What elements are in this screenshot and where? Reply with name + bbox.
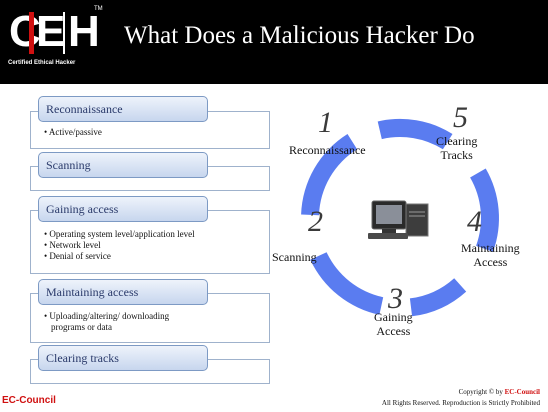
label-line: Maintaining	[461, 241, 520, 255]
phase-tab-maintaining-access: Maintaining access	[38, 279, 208, 305]
logo-letter-e: E	[36, 7, 66, 56]
ec-council-logo: EC-Council	[2, 395, 56, 406]
label-line: Clearing	[436, 134, 478, 148]
ring-segment	[409, 278, 467, 317]
step-number-5: 5	[453, 101, 468, 134]
phase-tab-reconnaissance: Reconnaissance	[38, 96, 208, 122]
label-line: Access	[376, 324, 411, 338]
ring-segment	[377, 118, 453, 150]
copyright-brand: EC-Council	[504, 388, 540, 396]
step-label-scanning: Scanning	[272, 250, 317, 264]
label-line: Gaining	[374, 310, 413, 324]
computer-icon	[368, 200, 429, 239]
cycle-ring	[301, 118, 499, 317]
bullet-item: programs or data	[51, 322, 112, 332]
step-number-2: 2	[308, 205, 323, 238]
bullet-item: • Operating system level/application lev…	[44, 229, 195, 239]
logo-subtitle: Certified Ethical Hacker	[8, 60, 76, 66]
bullet-item: • Uploading/altering/ downloading	[44, 311, 170, 321]
logo-letter-h: H	[68, 7, 100, 56]
ring-segment	[310, 252, 384, 315]
ring-segment	[470, 168, 499, 252]
rights-notice: All Rights Reserved. Reproduction is Str…	[381, 399, 540, 407]
page-title: What Does a Malicious Hacker Do	[124, 22, 475, 49]
copyright-line: Copyright © by EC-Council	[459, 388, 540, 396]
ceh-logo: C E H TM Certified Ethical Hacker	[6, 6, 103, 76]
bullet-item: • Network level	[44, 240, 101, 250]
label-line: Tracks	[440, 148, 473, 162]
step-label-clearing-tracks: Clearing Tracks	[436, 134, 477, 162]
phase-tab-gaining-access: Gaining access	[38, 196, 208, 222]
label-line: Access	[473, 255, 508, 269]
step-label-maintaining-access: Maintaining Access	[461, 241, 520, 269]
step-label-gaining-access: Gaining Access	[374, 310, 413, 338]
phase-tab-clearing-tracks: Clearing tracks	[38, 345, 208, 371]
header-bar: C E H TM Certified Ethical Hacker What D…	[0, 0, 548, 84]
logo-divider-red	[29, 12, 34, 54]
copyright-prefix: Copyright © by	[458, 388, 505, 396]
logo-letter-c: C	[9, 7, 41, 56]
bullet-item: • Active/passive	[44, 127, 102, 137]
logo-trademark: TM	[94, 6, 103, 12]
step-number-1: 1	[318, 106, 333, 139]
ring-segment	[301, 134, 358, 216]
phase-bullets-reconnaissance: • Active/passive	[44, 127, 102, 138]
logo-divider	[63, 12, 65, 54]
phase-bullets-gaining-access: • Operating system level/application lev…	[44, 229, 195, 262]
step-label-reconnaissance: Reconnaissance	[289, 143, 366, 157]
phase-tab-scanning: Scanning	[38, 152, 208, 178]
bullet-item: • Denial of service	[44, 251, 111, 261]
step-number-3: 3	[388, 282, 403, 315]
step-number-4: 4	[467, 205, 482, 238]
phase-bullets-maintaining-access: • Uploading/altering/ downloading progra…	[44, 311, 169, 333]
